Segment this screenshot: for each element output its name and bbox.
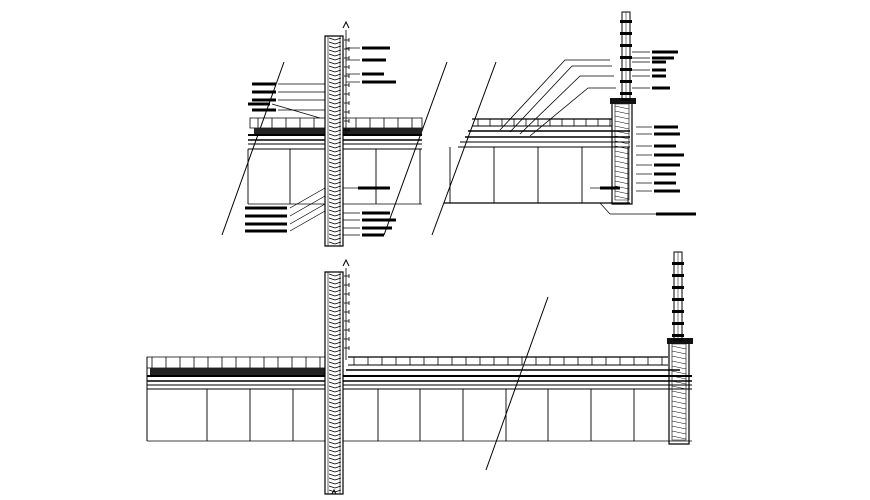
sloped-leader [520,76,614,134]
wall-hatch [329,274,341,492]
annotation-leaders [245,46,396,237]
annotation-leaders [590,50,696,216]
vertical-wall [325,22,349,246]
sloped-leader [530,88,616,136]
post-fixings [620,20,632,95]
section-full-floor [147,252,693,494]
wall-hatch [329,38,341,244]
ceiling-joists [248,149,420,204]
roof-slab-right [346,357,680,370]
post-fixings [672,262,684,337]
floor-tiles [152,357,320,368]
floor-slab-left [147,357,325,375]
cladding-fixings [344,38,349,132]
railing-post [620,12,632,100]
detail-wall-floor-junction [222,22,447,246]
cladding-fixings [344,274,349,350]
sloped-leader [510,66,612,132]
roof-tiles [478,119,610,126]
railing-post [672,252,684,340]
parapet [667,338,693,444]
sloped-leader [500,60,610,130]
detail-roof-parapet-railing [432,12,696,235]
ceiling-joists [147,389,634,441]
roof-tiles [354,357,662,365]
parapet-hatch [672,346,686,439]
parapet-hatch [615,106,629,199]
ceiling-joists [450,147,628,203]
vertical-wall [325,260,349,494]
break-line [432,62,496,235]
roof-slab [458,119,630,147]
break-line [486,297,548,470]
